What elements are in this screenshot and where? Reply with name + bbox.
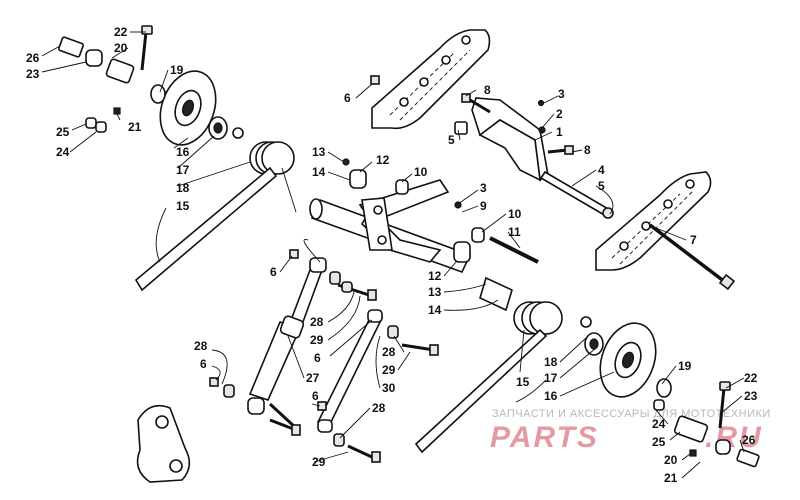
watermark-brand-right: .RU bbox=[705, 421, 763, 454]
callout-6: 6 bbox=[200, 357, 207, 371]
callout-24: 24 bbox=[56, 145, 70, 159]
watermark-brand-left: PARTS bbox=[490, 421, 599, 454]
upper-rail-bracket bbox=[371, 29, 491, 130]
callout-8: 8 bbox=[584, 143, 591, 157]
callout-26: 26 bbox=[742, 433, 756, 447]
callout-4: 4 bbox=[598, 163, 605, 177]
callout-15: 15 bbox=[176, 199, 190, 213]
callout-19: 19 bbox=[170, 63, 184, 77]
callouts: 26 22 20 23 19 21 25 24 16 17 18 15 6 8 … bbox=[26, 25, 758, 485]
center-bushings bbox=[349, 169, 539, 312]
callout-16: 16 bbox=[544, 389, 558, 403]
callout-7: 7 bbox=[690, 233, 697, 247]
callout-5: 5 bbox=[598, 179, 605, 193]
center-bracket bbox=[454, 97, 549, 182]
callout-23: 23 bbox=[744, 389, 758, 403]
callout-28: 28 bbox=[194, 339, 208, 353]
callout-22: 22 bbox=[114, 25, 128, 39]
right-rail-bracket bbox=[595, 171, 712, 271]
callout-14: 14 bbox=[428, 303, 442, 317]
callout-6: 6 bbox=[314, 351, 321, 365]
right-axle-hardware bbox=[653, 381, 760, 468]
callout-12: 12 bbox=[376, 153, 390, 167]
callout-19: 19 bbox=[678, 359, 692, 373]
callout-17: 17 bbox=[176, 163, 190, 177]
callout-21: 21 bbox=[128, 120, 142, 134]
callout-12: 12 bbox=[428, 269, 442, 283]
lower-mount-bracket bbox=[136, 404, 191, 483]
callout-6: 6 bbox=[270, 265, 277, 279]
callout-13: 13 bbox=[428, 285, 442, 299]
callout-22: 22 bbox=[744, 371, 758, 385]
callout-29: 29 bbox=[312, 455, 326, 469]
callout-1: 1 bbox=[556, 125, 563, 139]
watermark-tagline: ЗАПЧАСТИ И АКСЕССУАРЫ ДЛЯ МОТОТЕХНИКИ bbox=[492, 408, 771, 420]
callout-8: 8 bbox=[484, 83, 491, 97]
callout-10: 10 bbox=[508, 207, 522, 221]
left-wheel bbox=[150, 70, 228, 146]
callout-9: 9 bbox=[480, 199, 487, 213]
callout-29: 29 bbox=[310, 333, 324, 347]
callout-20: 20 bbox=[114, 41, 128, 55]
fasteners bbox=[209, 75, 592, 463]
left-axle-hardware bbox=[58, 25, 153, 133]
watermark: ЗАПЧАСТИ И АКСЕССУАРЫ ДЛЯ МОТОТЕХНИКИ PA… bbox=[490, 408, 771, 454]
callout-6: 6 bbox=[344, 91, 351, 105]
callout-28: 28 bbox=[310, 315, 324, 329]
callout-23: 23 bbox=[26, 67, 40, 81]
callout-3: 3 bbox=[480, 181, 487, 195]
callout-5: 5 bbox=[448, 133, 455, 147]
right-shaft bbox=[539, 170, 614, 219]
callout-18: 18 bbox=[544, 355, 558, 369]
callout-30: 30 bbox=[382, 381, 396, 395]
callout-13: 13 bbox=[312, 145, 326, 159]
callout-15: 15 bbox=[516, 375, 530, 389]
callout-26: 26 bbox=[26, 51, 40, 65]
link-rod bbox=[316, 309, 384, 433]
callout-25: 25 bbox=[652, 435, 666, 449]
right-torsion-spring bbox=[414, 301, 563, 454]
callout-28: 28 bbox=[382, 345, 396, 359]
callout-24: 24 bbox=[652, 417, 666, 431]
leader-lines bbox=[41, 31, 745, 479]
callout-14: 14 bbox=[312, 165, 326, 179]
callout-10: 10 bbox=[414, 165, 428, 179]
long-bolt bbox=[648, 223, 736, 291]
shock-absorber bbox=[247, 257, 327, 430]
callout-25: 25 bbox=[56, 125, 70, 139]
callout-3: 3 bbox=[558, 87, 565, 101]
callout-2: 2 bbox=[556, 107, 563, 121]
callout-21: 21 bbox=[664, 471, 678, 485]
callout-17: 17 bbox=[544, 371, 558, 385]
callout-27: 27 bbox=[306, 371, 320, 385]
callout-16: 16 bbox=[176, 145, 190, 159]
right-wheel bbox=[584, 322, 672, 398]
left-torsion-spring bbox=[134, 141, 297, 292]
callout-18: 18 bbox=[176, 181, 190, 195]
callout-29: 29 bbox=[382, 363, 396, 377]
callout-28: 28 bbox=[372, 401, 386, 415]
callout-11: 11 bbox=[508, 225, 521, 239]
callout-20: 20 bbox=[664, 453, 678, 467]
main-cross-shaft bbox=[309, 179, 472, 273]
callout-6: 6 bbox=[312, 389, 319, 403]
